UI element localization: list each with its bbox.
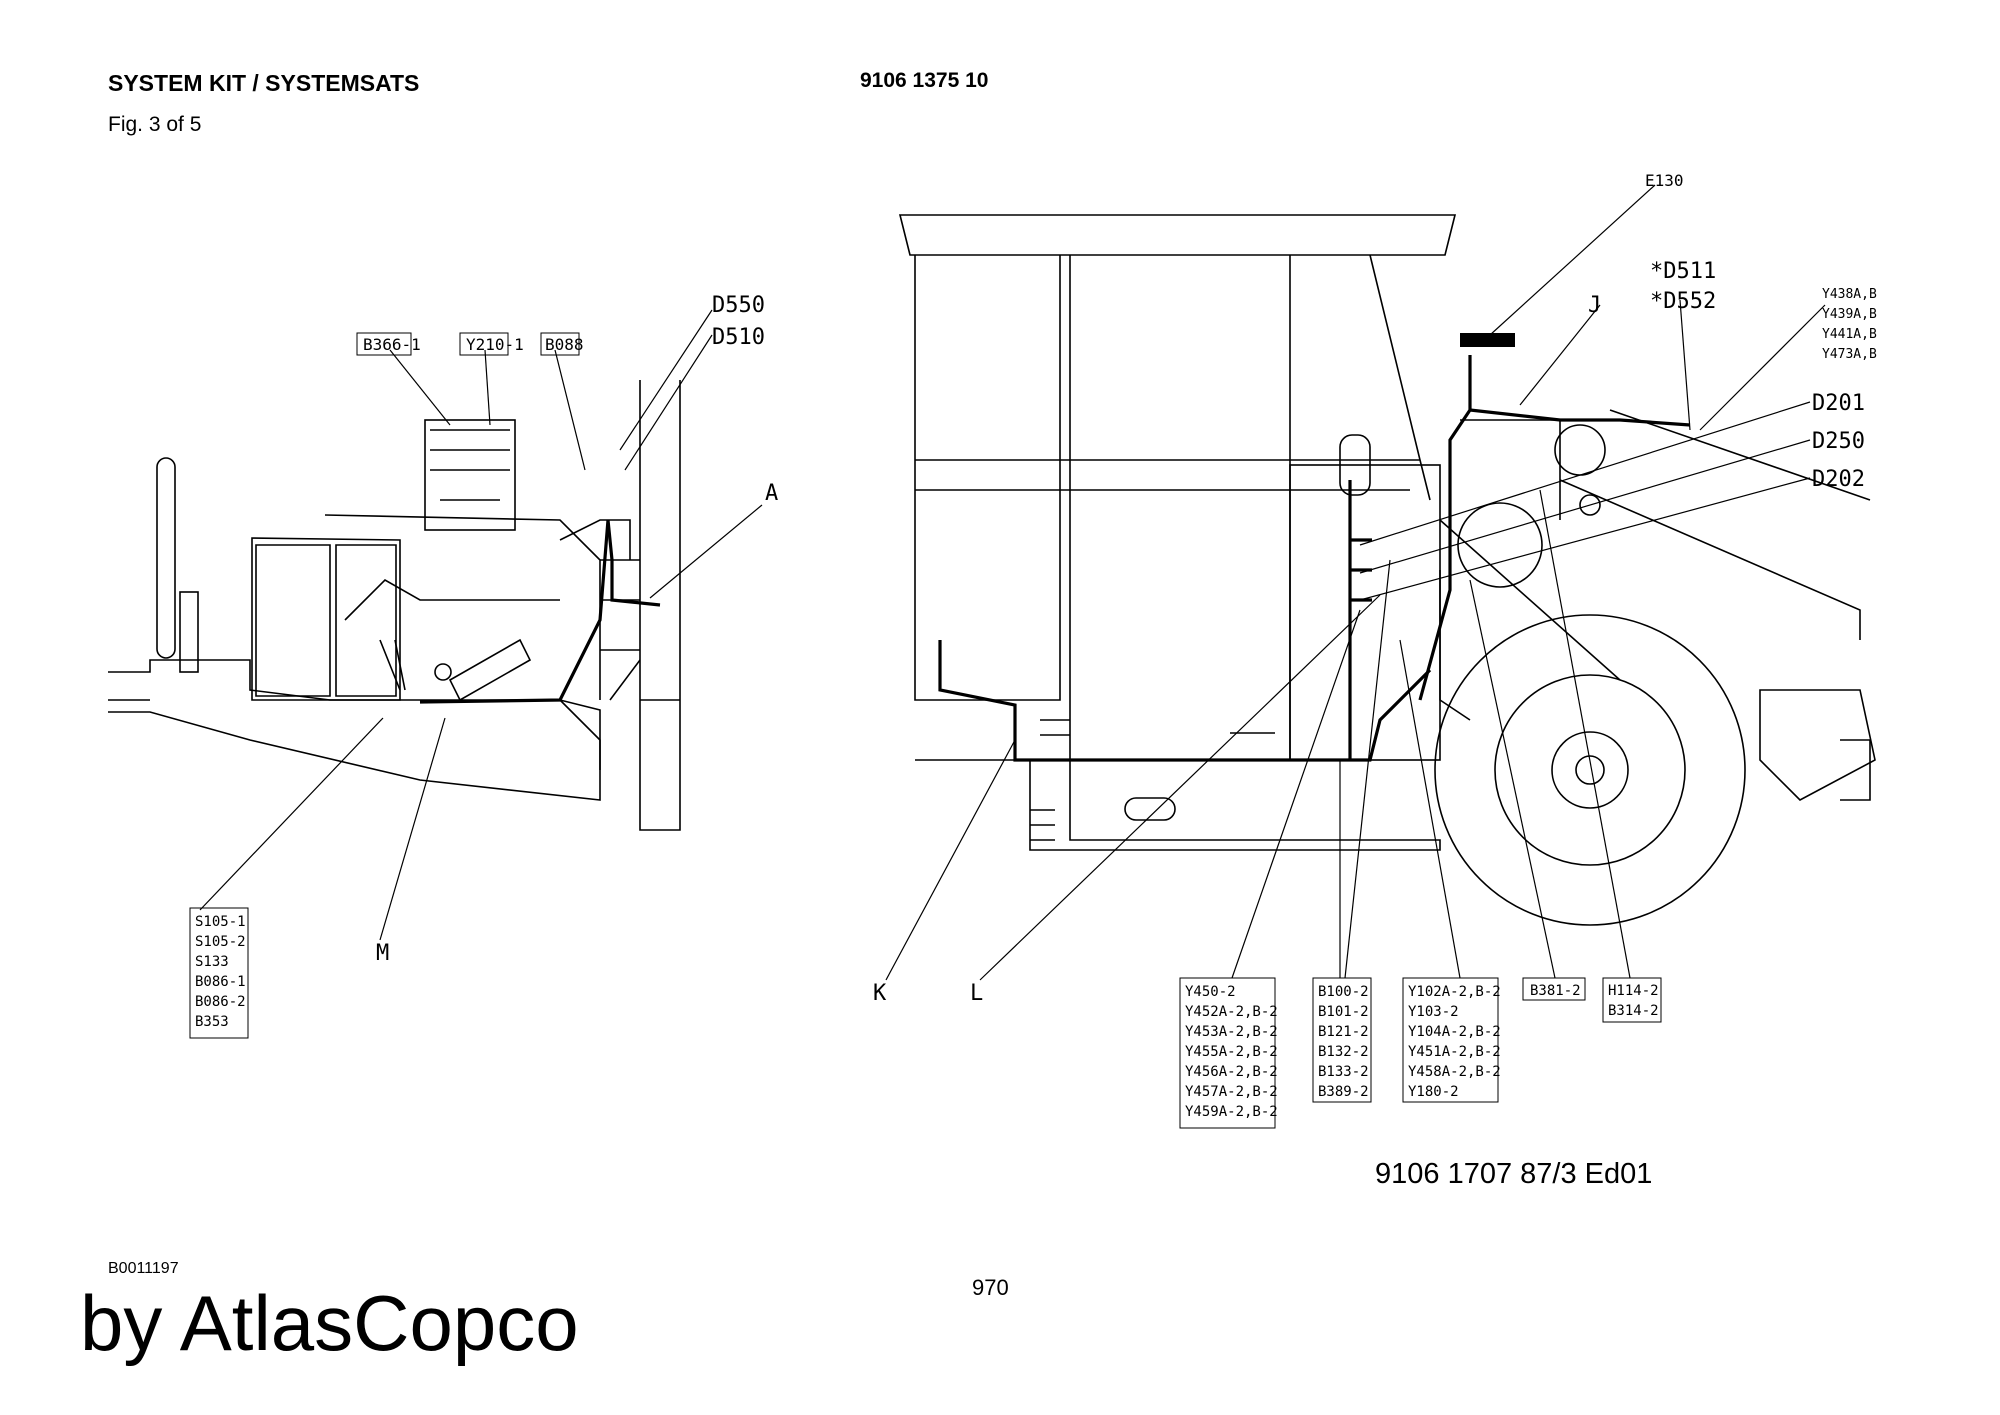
list-item: Y473A,B xyxy=(1822,347,1877,362)
left-component-list: S105-1 S105-2 S133 B086-1 B086-2 B353 xyxy=(189,907,249,1039)
list-item: S105-1 xyxy=(195,914,246,930)
figure-label: Fig. 3 of 5 xyxy=(108,113,202,136)
left-machine-view xyxy=(108,380,681,831)
list-item: Y452A-2,B-2 xyxy=(1185,1004,1278,1020)
wheel xyxy=(1434,614,1746,926)
list-item: Y103-2 xyxy=(1408,1004,1459,1020)
list-item: B121-2 xyxy=(1318,1024,1369,1040)
side-panel xyxy=(1289,464,1441,761)
list-item: Y450-2 xyxy=(1185,984,1236,1000)
image-id: B0011197 xyxy=(108,1260,179,1277)
engine-block xyxy=(424,419,516,531)
list-item: Y453A-2,B-2 xyxy=(1185,1024,1278,1040)
list-item: B133-2 xyxy=(1318,1064,1369,1080)
component-box-5: H114-2 B314-2 xyxy=(1602,977,1662,1023)
callout-k: K xyxy=(873,981,887,1006)
callout-j: J xyxy=(1588,293,1601,318)
list-item: S133 xyxy=(195,954,229,970)
left-harness xyxy=(419,519,661,704)
list-item: B086-2 xyxy=(195,994,246,1010)
callout-e130: E130 xyxy=(1645,171,1684,190)
list-item: B100-2 xyxy=(1318,984,1369,1000)
page-title: SYSTEM KIT / SYSTEMSATS xyxy=(108,70,420,96)
tag-b366-1: B366-1 xyxy=(363,335,421,354)
callout-d201: D201 xyxy=(1812,391,1865,416)
list-item: Y441A,B xyxy=(1822,327,1877,342)
list-item: B314-2 xyxy=(1608,1003,1659,1019)
list-item: Y439A,B xyxy=(1822,307,1877,322)
list-item: Y459A-2,B-2 xyxy=(1185,1104,1278,1120)
list-item: B132-2 xyxy=(1318,1044,1369,1060)
list-item: B389-2 xyxy=(1318,1084,1369,1100)
canopy xyxy=(898,214,1457,256)
page-number: 970 xyxy=(972,1275,1009,1300)
callout-d510: D510 xyxy=(712,325,765,350)
part-number: 9106 1375 10 xyxy=(860,69,989,92)
brand-footer: by AtlasCopco xyxy=(80,1279,579,1367)
callout-d550: D550 xyxy=(712,293,765,318)
list-item: Y457A-2,B-2 xyxy=(1185,1084,1278,1100)
list-item: Y104A-2,B-2 xyxy=(1408,1024,1501,1040)
drawing-number: 9106 1707 87/3 Ed01 xyxy=(1375,1158,1653,1190)
rear-light xyxy=(1759,689,1876,801)
connector-circle xyxy=(434,663,452,681)
left-frame xyxy=(108,659,601,801)
callout-l: L xyxy=(970,981,983,1006)
tag-y210-1: Y210-1 xyxy=(466,335,524,354)
list-item: B101-2 xyxy=(1318,1004,1369,1020)
callout-d202: D202 xyxy=(1812,467,1865,492)
list-item: Y102A-2,B-2 xyxy=(1408,984,1501,1000)
list-item: Y455A-2,B-2 xyxy=(1185,1044,1278,1060)
callout-m: M xyxy=(376,941,389,966)
right-leader-lines xyxy=(885,184,1826,981)
component-box-1: Y450-2 Y452A-2,B-2 Y453A-2,B-2 Y455A-2,B… xyxy=(1179,977,1278,1129)
callout-d250: D250 xyxy=(1812,429,1865,454)
list-item: Y458A-2,B-2 xyxy=(1408,1064,1501,1080)
list-item: H114-2 xyxy=(1608,983,1659,999)
stack-bracket xyxy=(179,591,199,673)
callout-d511: *D511 xyxy=(1650,259,1716,284)
exhaust-stack xyxy=(156,457,176,659)
firewall xyxy=(639,380,681,831)
list-item: Y180-2 xyxy=(1408,1084,1459,1100)
cabinet xyxy=(251,537,401,701)
list-item: B353 xyxy=(195,1014,229,1030)
list-item: S105-2 xyxy=(195,934,246,950)
e130-lamp xyxy=(1460,333,1515,347)
left-leader-lines xyxy=(199,309,763,941)
top-right-list: Y438A,B Y439A,B Y441A,B Y473A,B xyxy=(1822,287,1877,362)
callout-a: A xyxy=(765,481,778,506)
list-item: Y451A-2,B-2 xyxy=(1408,1044,1501,1060)
component-box-4: B381-2 xyxy=(1522,977,1586,1001)
list-item: B381-2 xyxy=(1530,983,1581,999)
list-item: Y456A-2,B-2 xyxy=(1185,1064,1278,1080)
component-box-3: Y102A-2,B-2 Y103-2 Y104A-2,B-2 Y451A-2,B… xyxy=(1402,977,1501,1103)
list-item: Y438A,B xyxy=(1822,287,1877,302)
list-item: B086-1 xyxy=(195,974,246,990)
callout-d552: *D552 xyxy=(1650,289,1716,314)
right-machine-view xyxy=(898,214,1876,926)
component-box-2: B100-2 B101-2 B121-2 B132-2 B133-2 B389-… xyxy=(1312,977,1372,1103)
tag-b088: B088 xyxy=(545,335,584,354)
